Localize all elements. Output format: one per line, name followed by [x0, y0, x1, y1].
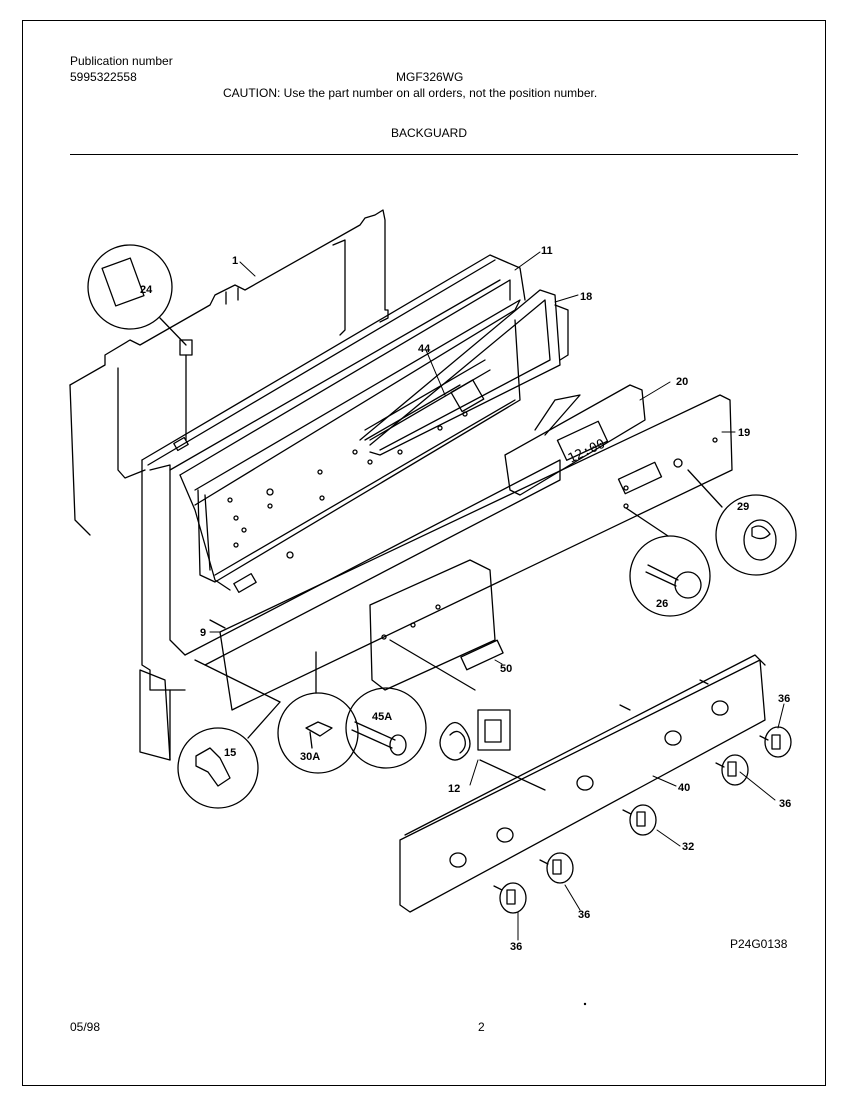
- switch-assembly: [439, 709, 546, 791]
- callout-9: 9: [200, 627, 206, 639]
- callout-26: 26: [656, 598, 668, 610]
- window-trim: [359, 289, 569, 456]
- callout-circle-26: [625, 507, 711, 617]
- callout-circle-45a: [345, 639, 476, 769]
- publication-number: 5995322558: [70, 70, 137, 84]
- callout-32: 32: [682, 841, 694, 853]
- control-manifold-panel: [399, 654, 766, 913]
- footer-page-number: 2: [478, 1020, 485, 1034]
- callout-24: 24: [140, 284, 153, 296]
- inner-control-window: [197, 319, 521, 593]
- callout-11: 11: [541, 245, 553, 257]
- callout-circle-24: [87, 244, 193, 441]
- section-title: BACKGUARD: [391, 126, 468, 140]
- callout-44: 44: [418, 343, 431, 355]
- page-frame: [22, 20, 826, 1086]
- knob-36-left-bottom: [493, 882, 527, 914]
- switch-bracket: [369, 559, 504, 691]
- backguard-frame: [141, 254, 526, 691]
- publication-label: Publication number: [70, 54, 173, 68]
- rear-panel: [69, 209, 389, 536]
- knob-32: [622, 804, 657, 836]
- callout-36-bottom-left: 36: [510, 941, 522, 953]
- header-rule: [70, 154, 798, 155]
- knob-36-left-middle: [539, 852, 574, 884]
- callout-50: 50: [500, 663, 512, 675]
- callout-circle-15: [177, 659, 281, 809]
- knob-36-right-top: [759, 726, 792, 758]
- callout-45a: 45A: [372, 711, 392, 723]
- callout-20: 20: [676, 376, 688, 388]
- callout-15: 15: [224, 747, 236, 759]
- clock-bracket: [504, 384, 646, 496]
- callout-36-top-right: 36: [778, 693, 790, 705]
- figure-code: P24G0138: [730, 937, 788, 951]
- callout-12: 12: [448, 783, 460, 795]
- callout-19: 19: [738, 427, 750, 439]
- callout-36-center: 36: [578, 909, 590, 921]
- callout-circle-29: [687, 469, 797, 576]
- callout-1: 1: [232, 255, 238, 267]
- stray-dot: [583, 1002, 587, 1006]
- callout-29: 29: [737, 501, 749, 513]
- callout-18: 18: [580, 291, 592, 303]
- knob-36-right-middle: [715, 754, 749, 786]
- callout-30a: 30A: [300, 751, 320, 763]
- footer-date: 05/98: [70, 1020, 101, 1034]
- leader-lines: [209, 251, 785, 941]
- callout-36-middle-right: 36: [779, 798, 791, 810]
- lower-front-face: [139, 459, 561, 761]
- model-number: MGF326WG: [396, 70, 464, 84]
- caution-note: CAUTION: Use the part number on all orde…: [223, 86, 598, 100]
- callout-40: 40: [678, 782, 690, 794]
